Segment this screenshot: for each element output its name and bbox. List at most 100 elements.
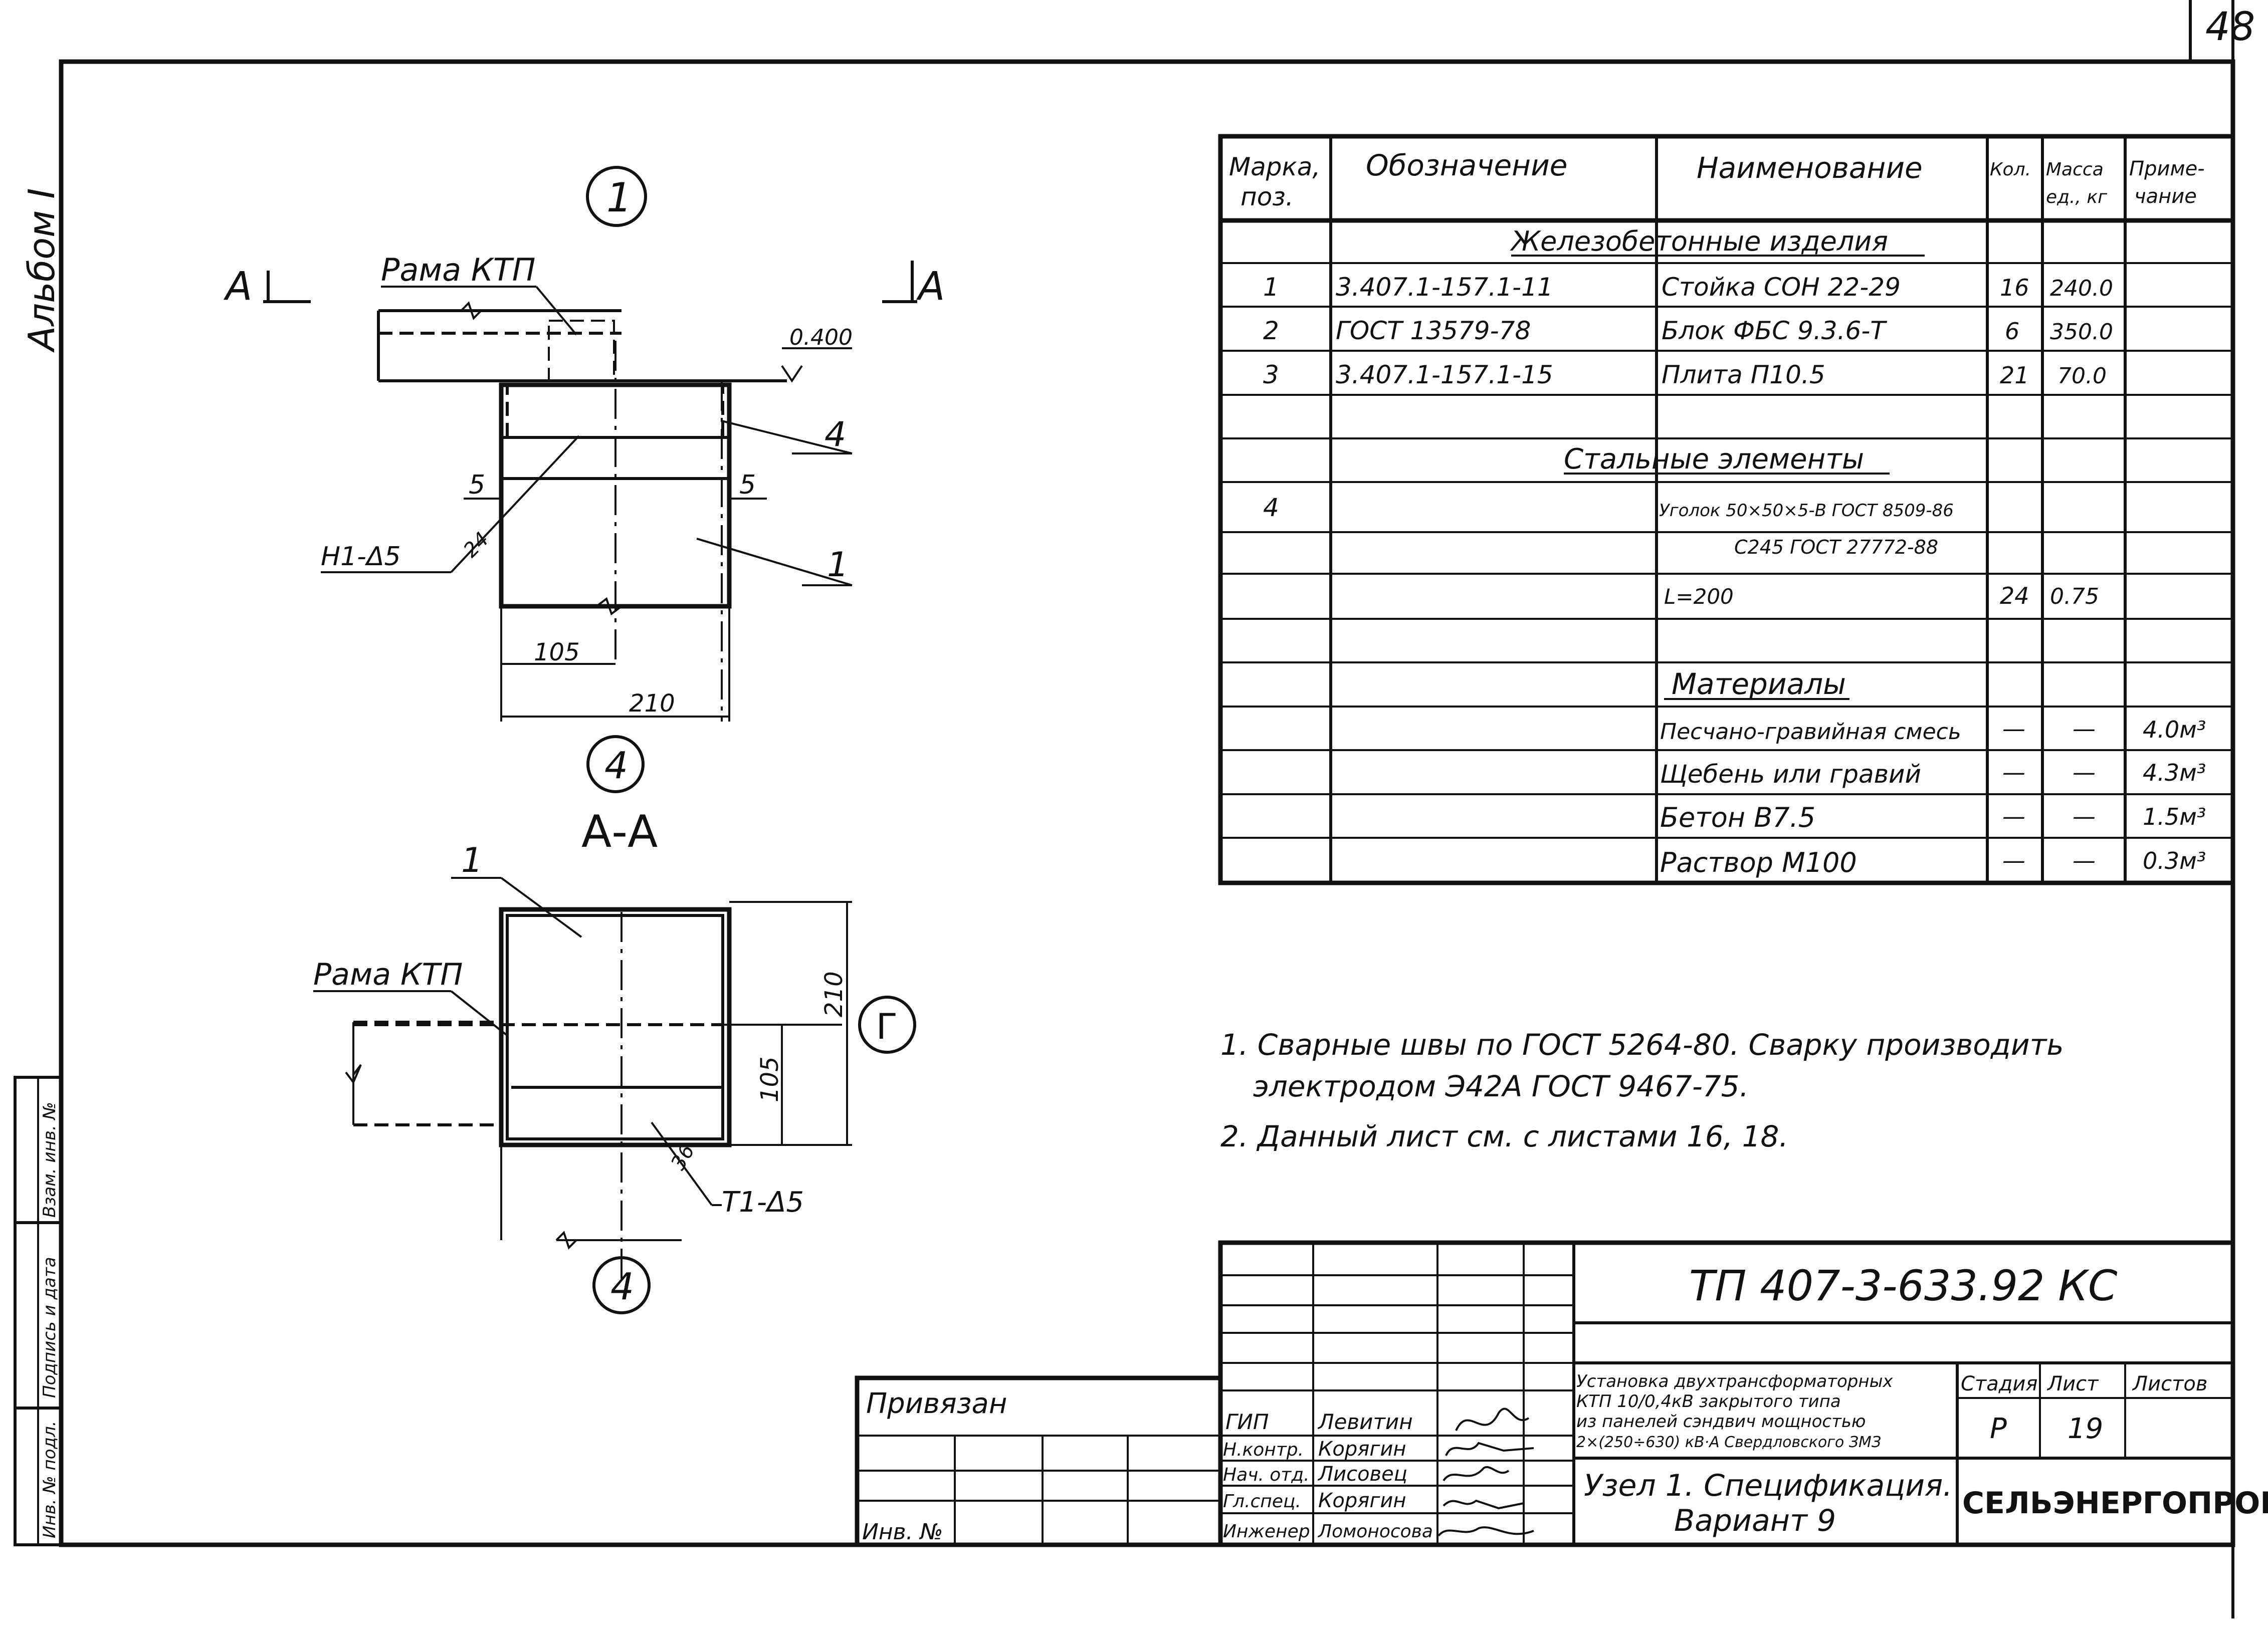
row3-name: Плита П10.5	[1662, 360, 1825, 389]
row1-mark: 1	[1263, 273, 1279, 302]
row1-qty: 16	[2000, 274, 2029, 301]
header-qty: Кол.	[1990, 159, 2031, 180]
signature-4	[1442, 1499, 1524, 1510]
object-name-1: Установка двухтрансформаторных	[1576, 1371, 1893, 1391]
row4-name-1: Уголок 50×50×5-В ГОСТ 8509-86	[1659, 501, 1954, 521]
section-frame-label: Рама КТП	[313, 957, 463, 992]
header-note-2: чание	[2134, 185, 2197, 208]
table-row: Раствор М100 — — 0.3м³	[1660, 847, 2206, 878]
section-dim-210: 210	[820, 971, 848, 1017]
row2-qty: 6	[2005, 318, 2019, 345]
mat1-note: 4.0м³	[2143, 716, 2206, 743]
left-stamp: Инв. № подл. Подпись и дата Взам. инв. №	[14, 1076, 63, 1546]
node1-marker: 1	[606, 174, 632, 221]
mat3-qty: —	[2002, 803, 2025, 830]
table-row: 4 Уголок 50×50×5-В ГОСТ 8509-86 С245 ГОС…	[1263, 493, 2099, 609]
signature-5	[1437, 1526, 1534, 1537]
header-mass: Масса	[2046, 159, 2104, 180]
row1-mass: 240.0	[2050, 276, 2113, 301]
mat2-mass: —	[2073, 759, 2096, 786]
axis-4-top: 4	[604, 744, 628, 787]
signer-role-3: Нач. отд.	[1223, 1465, 1310, 1485]
frame-label-1: Рама КТП	[381, 252, 535, 288]
callout-1-top: 1	[827, 545, 849, 585]
signer-role-2: Н.контр.	[1223, 1440, 1304, 1460]
object-name-2: КТП 10/0,4кВ закрытого типа	[1576, 1391, 1841, 1412]
mat1-mass: —	[2073, 715, 2096, 742]
inv-label: Инв. №	[862, 1519, 943, 1545]
row4-mark: 4	[1263, 493, 1279, 522]
signature-3	[1442, 1466, 1510, 1482]
row2-designation: ГОСТ 13579-78	[1336, 316, 1531, 345]
stamp-vzam-inv: Взам. инв. №	[40, 1102, 60, 1218]
table-row: Песчано-гравийная смесь — — 4.0м³	[1660, 715, 2206, 745]
mat1-qty: —	[2002, 715, 2025, 742]
sheet-title-1: Узел 1. Спецификация.	[1584, 1468, 1952, 1503]
spec-table: Марка, поз. Обозначение Наименование Кол…	[1218, 134, 2235, 885]
node1-drawing: 1 A A Рама КТП 0.400 5 5 4	[223, 166, 945, 793]
album-label: Альбом I	[21, 188, 63, 353]
header-name: Наименование	[1697, 151, 1923, 185]
mat4-note: 0.3м³	[2143, 847, 2206, 874]
stamp-inv-podl: Инв. № подл.	[40, 1421, 60, 1538]
attached-label: Привязан	[866, 1387, 1007, 1420]
notes: 1. Сварные швы по ГОСТ 5264-80. Сварку п…	[1220, 1028, 2064, 1153]
section-dim-105: 105	[756, 1056, 784, 1102]
stamp-sign-date: Подпись и дата	[40, 1257, 60, 1398]
axis-4-bottom: 4	[610, 1265, 634, 1308]
section-concrete: Железобетонные изделия	[1510, 225, 1888, 257]
row3-mark: 3	[1263, 360, 1279, 389]
dim-105: 105	[534, 638, 580, 666]
sheet-value: 19	[2068, 1413, 2103, 1445]
dim-5-left: 5	[469, 470, 485, 500]
table-row: 3 3.407.1-157.1-15 Плита П10.5 21 70.0	[1263, 360, 2107, 389]
weld-label-1: Н1-Δ5	[321, 542, 401, 572]
section-weld-label: Т1-Δ5	[722, 1186, 804, 1219]
mat3-mass: —	[2073, 803, 2096, 830]
mat4-qty: —	[2002, 847, 2025, 874]
mat2-note: 4.3м³	[2143, 759, 2206, 786]
header-mark: Марка,	[1229, 152, 1320, 181]
mat2-qty: —	[2002, 759, 2025, 786]
mat1-name: Песчано-гравийная смесь	[1660, 719, 1961, 745]
stage-value: Р	[1990, 1413, 2007, 1445]
mat4-name: Раствор М100	[1660, 847, 1857, 878]
header-designation: Обозначение	[1366, 148, 1567, 182]
object-name-4: 2×(250÷630) кВ·А Свердловского ЗМЗ	[1576, 1434, 1881, 1451]
org-name: СЕЛЬЭНЕРГОПРОЕКТ	[1962, 1486, 2268, 1521]
section-mark-left: A	[223, 264, 252, 309]
mat2-name: Щебень или гравий	[1660, 760, 1921, 789]
section-aa-title: А-А	[581, 806, 658, 857]
table-row: Щебень или гравий — — 4.3м³	[1660, 759, 2206, 789]
signer-name-2: Корягин	[1318, 1438, 1406, 1461]
elevation-label: 0.400	[789, 325, 853, 350]
note-2: 2. Данный лист см. с листами 16, 18.	[1220, 1119, 1788, 1153]
row2-mass: 350.0	[2050, 319, 2113, 345]
section-materials: Материалы	[1672, 667, 1846, 701]
header-note: Приме-	[2129, 157, 2205, 180]
sheet-title-2: Вариант 9	[1674, 1503, 1836, 1538]
section-steel: Стальные элементы	[1564, 443, 1864, 476]
section-callout-1: 1	[461, 841, 483, 880]
signer-role-4: Гл.спец.	[1223, 1491, 1301, 1512]
mat4-mass: —	[2073, 847, 2096, 874]
signer-name-3: Лисовец	[1317, 1463, 1407, 1486]
row3-designation: 3.407.1-157.1-15	[1336, 360, 1553, 389]
row2-name: Блок ФБС 9.3.6-Т	[1662, 316, 1887, 345]
page-number: 48	[2205, 5, 2255, 50]
signature-1	[1455, 1408, 1530, 1431]
signer-role-1: ГИП	[1225, 1410, 1269, 1434]
row4-name-2: С245 ГОСТ 27772-88	[1734, 536, 1938, 558]
signature-2	[1445, 1442, 1534, 1456]
sheet-label: Лист	[2046, 1372, 2099, 1395]
signer-role-5: Инженер	[1223, 1521, 1310, 1542]
axis-g: Г	[876, 1006, 898, 1047]
header-mass-unit: ед., кг	[2046, 187, 2108, 207]
header-pos: поз.	[1241, 182, 1294, 211]
table-row: Бетон В7.5 — — 1.5м³	[1660, 802, 2206, 833]
row3-qty: 21	[2000, 362, 2029, 389]
doc-code: ТП 407-3-633.92 КС	[1689, 1261, 2118, 1310]
row1-designation: 3.407.1-157.1-11	[1336, 273, 1553, 302]
sheets-label: Листов	[2132, 1372, 2207, 1395]
dim-210: 210	[629, 689, 675, 718]
